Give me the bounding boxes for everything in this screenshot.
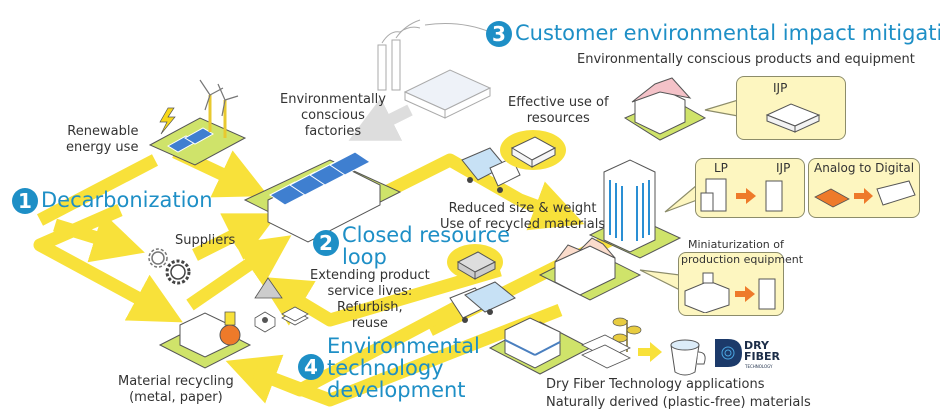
heading-text: Decarbonization	[41, 188, 213, 212]
dry-fiber-logo	[715, 339, 742, 367]
arrow-recycling-to-factory	[186, 235, 292, 311]
conventional-factory-illustration	[377, 19, 492, 119]
eco-factory-illustration	[243, 151, 402, 243]
label-line: factories	[304, 124, 362, 139]
heading-line-2: loop	[342, 245, 387, 269]
dry-fiber-building-illustration	[488, 317, 592, 375]
product-new-illustration	[500, 130, 566, 170]
label-miniaturization: Miniaturization of	[688, 238, 784, 251]
product-refurbish-illustration	[447, 244, 503, 280]
label-dry-fiber: Dry Fiber Technology applications Natura…	[546, 376, 811, 412]
miniaturization-illustration	[684, 272, 776, 313]
office-building-illustration	[588, 159, 682, 259]
label-line: Renewable	[67, 124, 139, 139]
label-line: Miniaturization of	[688, 238, 784, 251]
arrow-right-icon	[638, 342, 662, 362]
renewable-energy-illustration	[148, 79, 247, 166]
number-badge: 4	[298, 354, 324, 380]
dry-fiber-logo-subtext: TECHNOLOGY	[745, 364, 773, 369]
arrow-suppliers-to-factory	[192, 213, 279, 261]
label-line: Material recycling	[118, 374, 234, 389]
label-line: conscious	[301, 108, 365, 123]
house-illustration	[623, 77, 707, 141]
bubble-miniaturization: production equipment	[678, 252, 803, 316]
truck-bottom-illustration	[449, 281, 516, 323]
bubble-ijp: IJP	[736, 76, 846, 140]
cup-icon	[670, 339, 706, 376]
heading-text: Customer environmental impact mitigation	[515, 21, 940, 45]
lightning-icon	[159, 107, 176, 135]
lp-to-ijp-illustration	[700, 178, 783, 212]
heading-line-2: technology	[327, 356, 444, 380]
bubble-miniaturization-label: production equipment	[681, 253, 804, 266]
logo-line: FIBER	[744, 350, 780, 363]
arrow-bottom-loop	[252, 294, 474, 397]
label-line: Environmentally	[280, 92, 386, 107]
arrow-to-suppliers	[53, 212, 145, 263]
arrow-factory-to-market	[377, 153, 585, 231]
arrow-renewable-down	[36, 154, 159, 226]
label-line: Dry Fiber Technology applications	[546, 377, 765, 392]
gears-icon	[148, 248, 191, 285]
label-material-recycling: Material recycling (metal, paper)	[118, 374, 234, 406]
smoke-line	[424, 23, 491, 33]
label-reduced-size: Reduced size & weight Use of recycled ma…	[440, 201, 605, 233]
bubble-ijp-label: IJP	[773, 81, 788, 95]
dry-fiber-logo-text: DRY FIBER	[744, 340, 780, 362]
label-line: Refurbish,	[337, 300, 403, 315]
bubble-analog-digital: Analog to Digital	[808, 158, 920, 218]
arrow-old-factory	[348, 97, 413, 141]
label-extending: Extending product service lives: Refurbi…	[310, 268, 430, 332]
bubble-lp-ijp: LP IJP	[695, 158, 805, 218]
flow-arrows	[33, 146, 623, 407]
heading-line-1: Environmental	[327, 334, 480, 358]
number-badge: 1	[12, 188, 38, 214]
recycling-plant-illustration	[158, 277, 309, 369]
label-line: reuse	[351, 316, 388, 331]
label-line: Naturally derived (plastic-free) materia…	[546, 395, 811, 410]
bubble-lp-label: LP	[714, 161, 728, 175]
number-badge: 3	[486, 21, 512, 47]
bubble-analog-label: Analog to Digital	[814, 161, 915, 175]
heading-line-1: Closed resource	[342, 223, 511, 247]
label-line: resources	[526, 111, 590, 126]
number-badge: 2	[313, 230, 339, 256]
logo-line: DRY	[744, 339, 769, 352]
customer-subtitle: Environmentally conscious products and e…	[577, 52, 915, 67]
heading-line-3: development	[327, 378, 466, 402]
label-line: Reduced size & weight	[448, 201, 597, 216]
small-factory-illustration	[538, 237, 642, 301]
label-line: Extending product	[310, 268, 430, 283]
plant-and-paper-illustration	[581, 317, 642, 369]
printer-icon	[765, 103, 821, 133]
label-line: service lives:	[327, 284, 413, 299]
label-line: (metal, paper)	[129, 390, 223, 405]
analog-to-digital-illustration	[814, 180, 916, 208]
label-line: Effective use of	[508, 95, 609, 110]
label-factories: Environmentally conscious factories	[280, 92, 386, 140]
label-suppliers: Suppliers	[175, 233, 236, 248]
label-line: energy use	[66, 140, 139, 155]
label-effective-use: Effective use of resources	[508, 95, 609, 127]
bubble-ijp-label: IJP	[776, 161, 791, 175]
label-renewable-energy: Renewable energy use	[66, 124, 138, 156]
label-line: Use of recycled materials	[440, 217, 606, 232]
arrow-loop-back	[257, 263, 502, 327]
